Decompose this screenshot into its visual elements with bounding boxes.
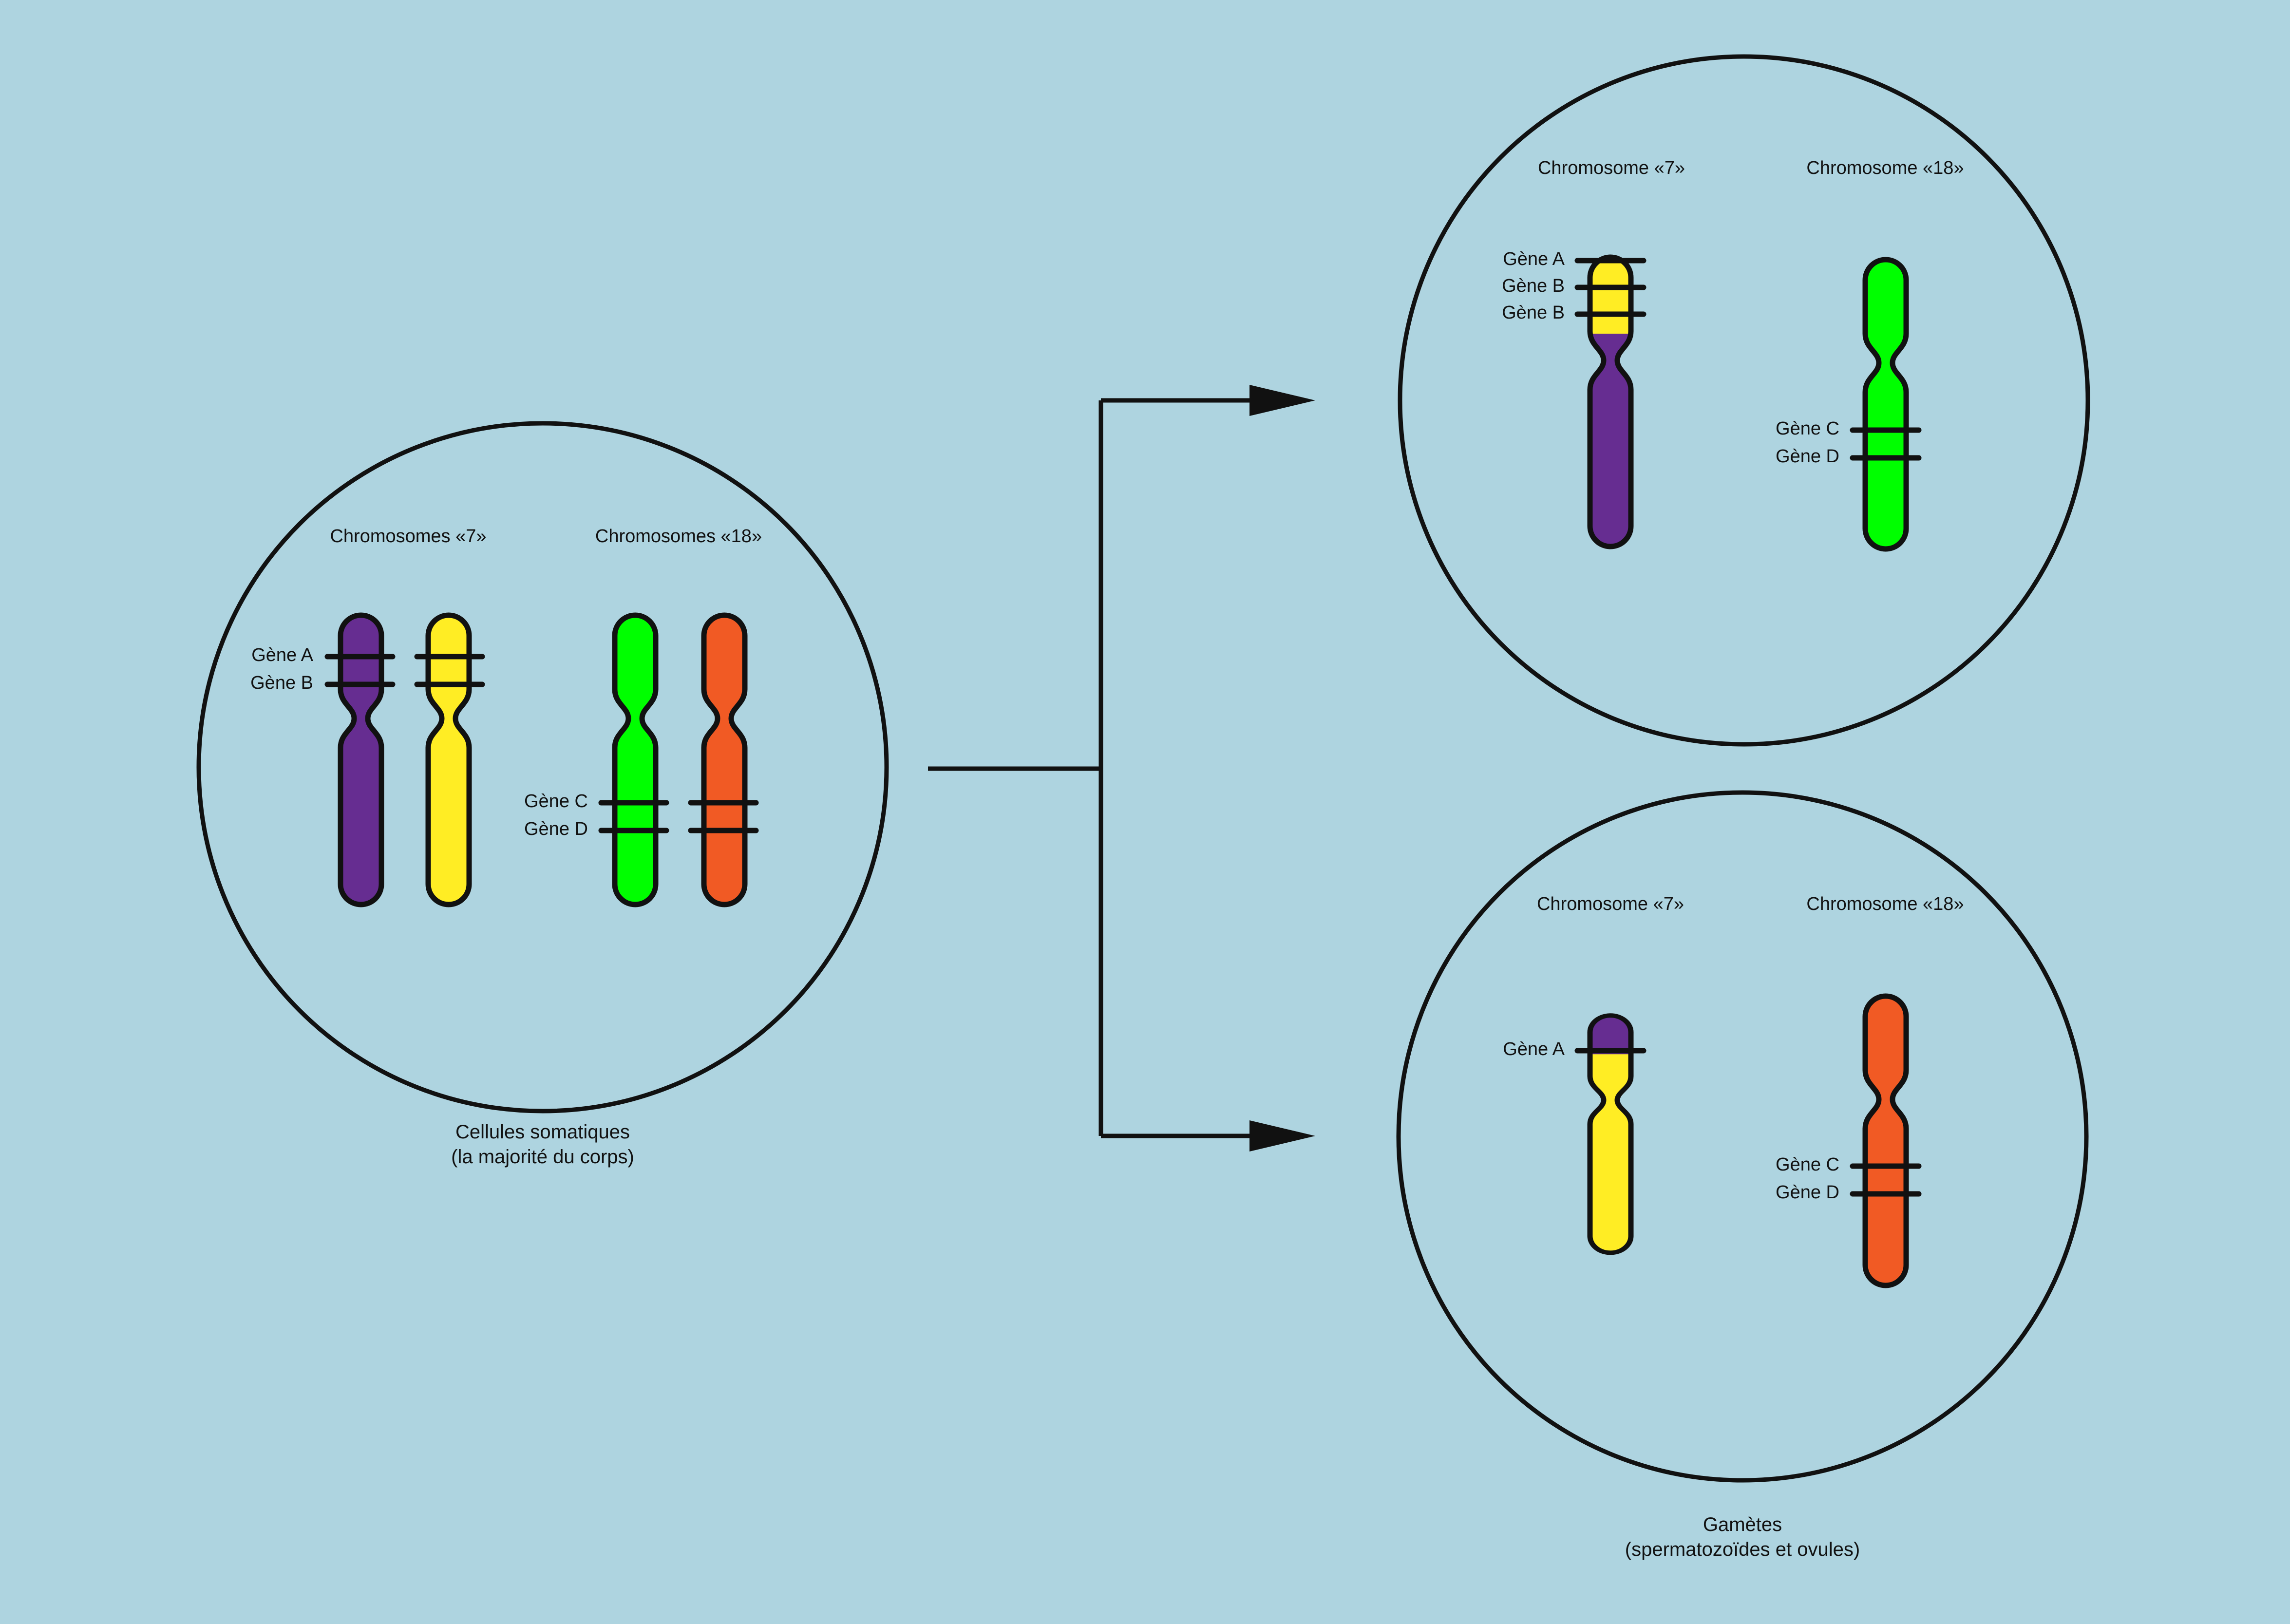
- arrowhead-top: [1249, 385, 1315, 416]
- gamete-1-chromosome-18-green: [1865, 260, 1906, 549]
- somatic-gene-a-label: Gène A: [251, 645, 313, 665]
- gamete-2-gene-a-label: Gène A: [1503, 1039, 1565, 1059]
- gamete-2-label-chr7: Chromosome «7»: [1537, 894, 1684, 914]
- gametes-caption-line1: Gamètes: [1703, 1514, 1782, 1535]
- somatic-gene-b-label: Gène B: [250, 673, 313, 693]
- somatic-label-chr7: Chromosomes «7»: [330, 526, 486, 547]
- gamete-2-gene-d-label: Gène D: [1776, 1182, 1839, 1203]
- arrowhead-bottom: [1249, 1120, 1315, 1152]
- gamete-2-gene-c-label: Gène C: [1776, 1154, 1839, 1175]
- gamete-2-chromosome-7-recombinant: [1581, 1008, 1640, 1280]
- gamete-1-label-chr7: Chromosome «7»: [1538, 158, 1685, 178]
- gamete-1-gene-c-label: Gène C: [1776, 418, 1839, 439]
- somatic-cell: Chromosomes «7» Chromosomes «18»: [196, 421, 889, 1168]
- gamete-1-gene-a-label: Gène A: [1503, 249, 1565, 269]
- gamete-1-gene-d-label: Gène D: [1776, 446, 1839, 467]
- gamete-cell-2: Chromosome «7» Chromosome «18» Gène A Gè…: [1396, 790, 2089, 1483]
- somatic-label-chr18: Chromosomes «18»: [595, 526, 762, 547]
- gamete-1-gene-b2-label: Gène B: [1502, 302, 1565, 323]
- gamete-1-chromosome-7-recombinant: [1581, 248, 1640, 580]
- somatic-chromosome-18-orange: [704, 615, 745, 905]
- gametes-caption-line2: (spermatozoïdes et ovules): [1625, 1539, 1860, 1560]
- gamete-cell-1: Chromosome «7» Chromosome «18» Gène A Gè…: [1398, 54, 2090, 747]
- gamete-1-label-chr18: Chromosome «18»: [1806, 158, 1964, 178]
- somatic-gene-c-label: Gène C: [524, 791, 588, 812]
- somatic-caption-line1: Cellules somatiques: [455, 1121, 630, 1143]
- somatic-chromosome-18-green: [615, 615, 656, 905]
- meiosis-connector: [928, 385, 1315, 1152]
- gamete-1-gene-b1-label: Gène B: [1502, 276, 1565, 296]
- somatic-caption-line2: (la majorité du corps): [451, 1146, 634, 1168]
- gamete-2-chromosome-18-orange: [1865, 996, 1906, 1285]
- somatic-cell-membrane: [196, 421, 889, 1114]
- gamete-2-label-chr18: Chromosome «18»: [1806, 894, 1964, 914]
- gamete-2-membrane: [1396, 790, 2089, 1483]
- gamete-1-membrane: [1398, 54, 2090, 747]
- somatic-gene-d-label: Gène D: [524, 819, 588, 839]
